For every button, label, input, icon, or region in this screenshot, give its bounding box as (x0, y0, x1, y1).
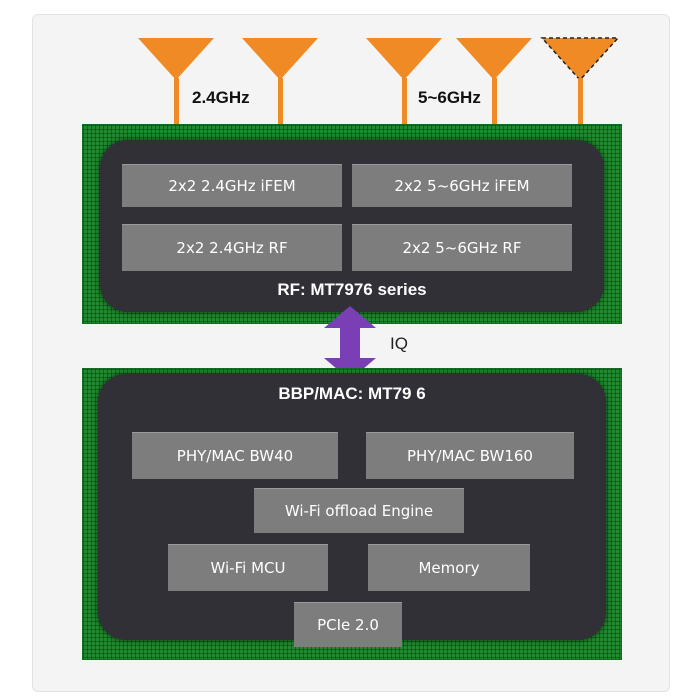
rf-chip: 2x2 2.4GHz iFEM 2x2 5~6GHz iFEM 2x2 2.4G… (100, 140, 604, 312)
iq-double-arrow (324, 306, 376, 380)
offload-engine-block: Wi-Fi offload Engine (254, 488, 464, 533)
ifem-24ghz-block: 2x2 2.4GHz iFEM (122, 164, 342, 207)
ifem-5ghz-block: 2x2 5~6GHz iFEM (352, 164, 572, 207)
pcie-block: PCIe 2.0 (294, 602, 402, 647)
optional-antenna-icon (540, 37, 620, 124)
antenna-icon (138, 38, 214, 124)
band-5ghz-label: 5~6GHz (418, 88, 481, 107)
wifi-mcu-block: Wi-Fi MCU (168, 544, 328, 591)
iq-label: IQ (390, 334, 408, 353)
antenna-icon (456, 38, 532, 124)
rf-24ghz-block: 2x2 2.4GHz RF (122, 224, 342, 271)
antenna-array (138, 37, 620, 124)
phy-mac-bw40-block: PHY/MAC BW40 (132, 432, 338, 479)
bbp-chip-title: BBP/MAC: MT79 6 (278, 384, 426, 403)
rf-chip-title: RF: MT7976 series (277, 280, 427, 299)
antenna-icon (242, 38, 318, 124)
antenna-icon (366, 38, 442, 124)
rf-5ghz-block: 2x2 5~6GHz RF (352, 224, 572, 271)
bbp-chip: BBP/MAC: MT79 6 PHY/MAC BW40 PHY/MAC BW1… (98, 374, 606, 647)
phy-mac-bw160-block: PHY/MAC BW160 (366, 432, 574, 479)
band-24ghz-label: 2.4GHz (192, 88, 250, 107)
memory-block: Memory (368, 544, 530, 591)
